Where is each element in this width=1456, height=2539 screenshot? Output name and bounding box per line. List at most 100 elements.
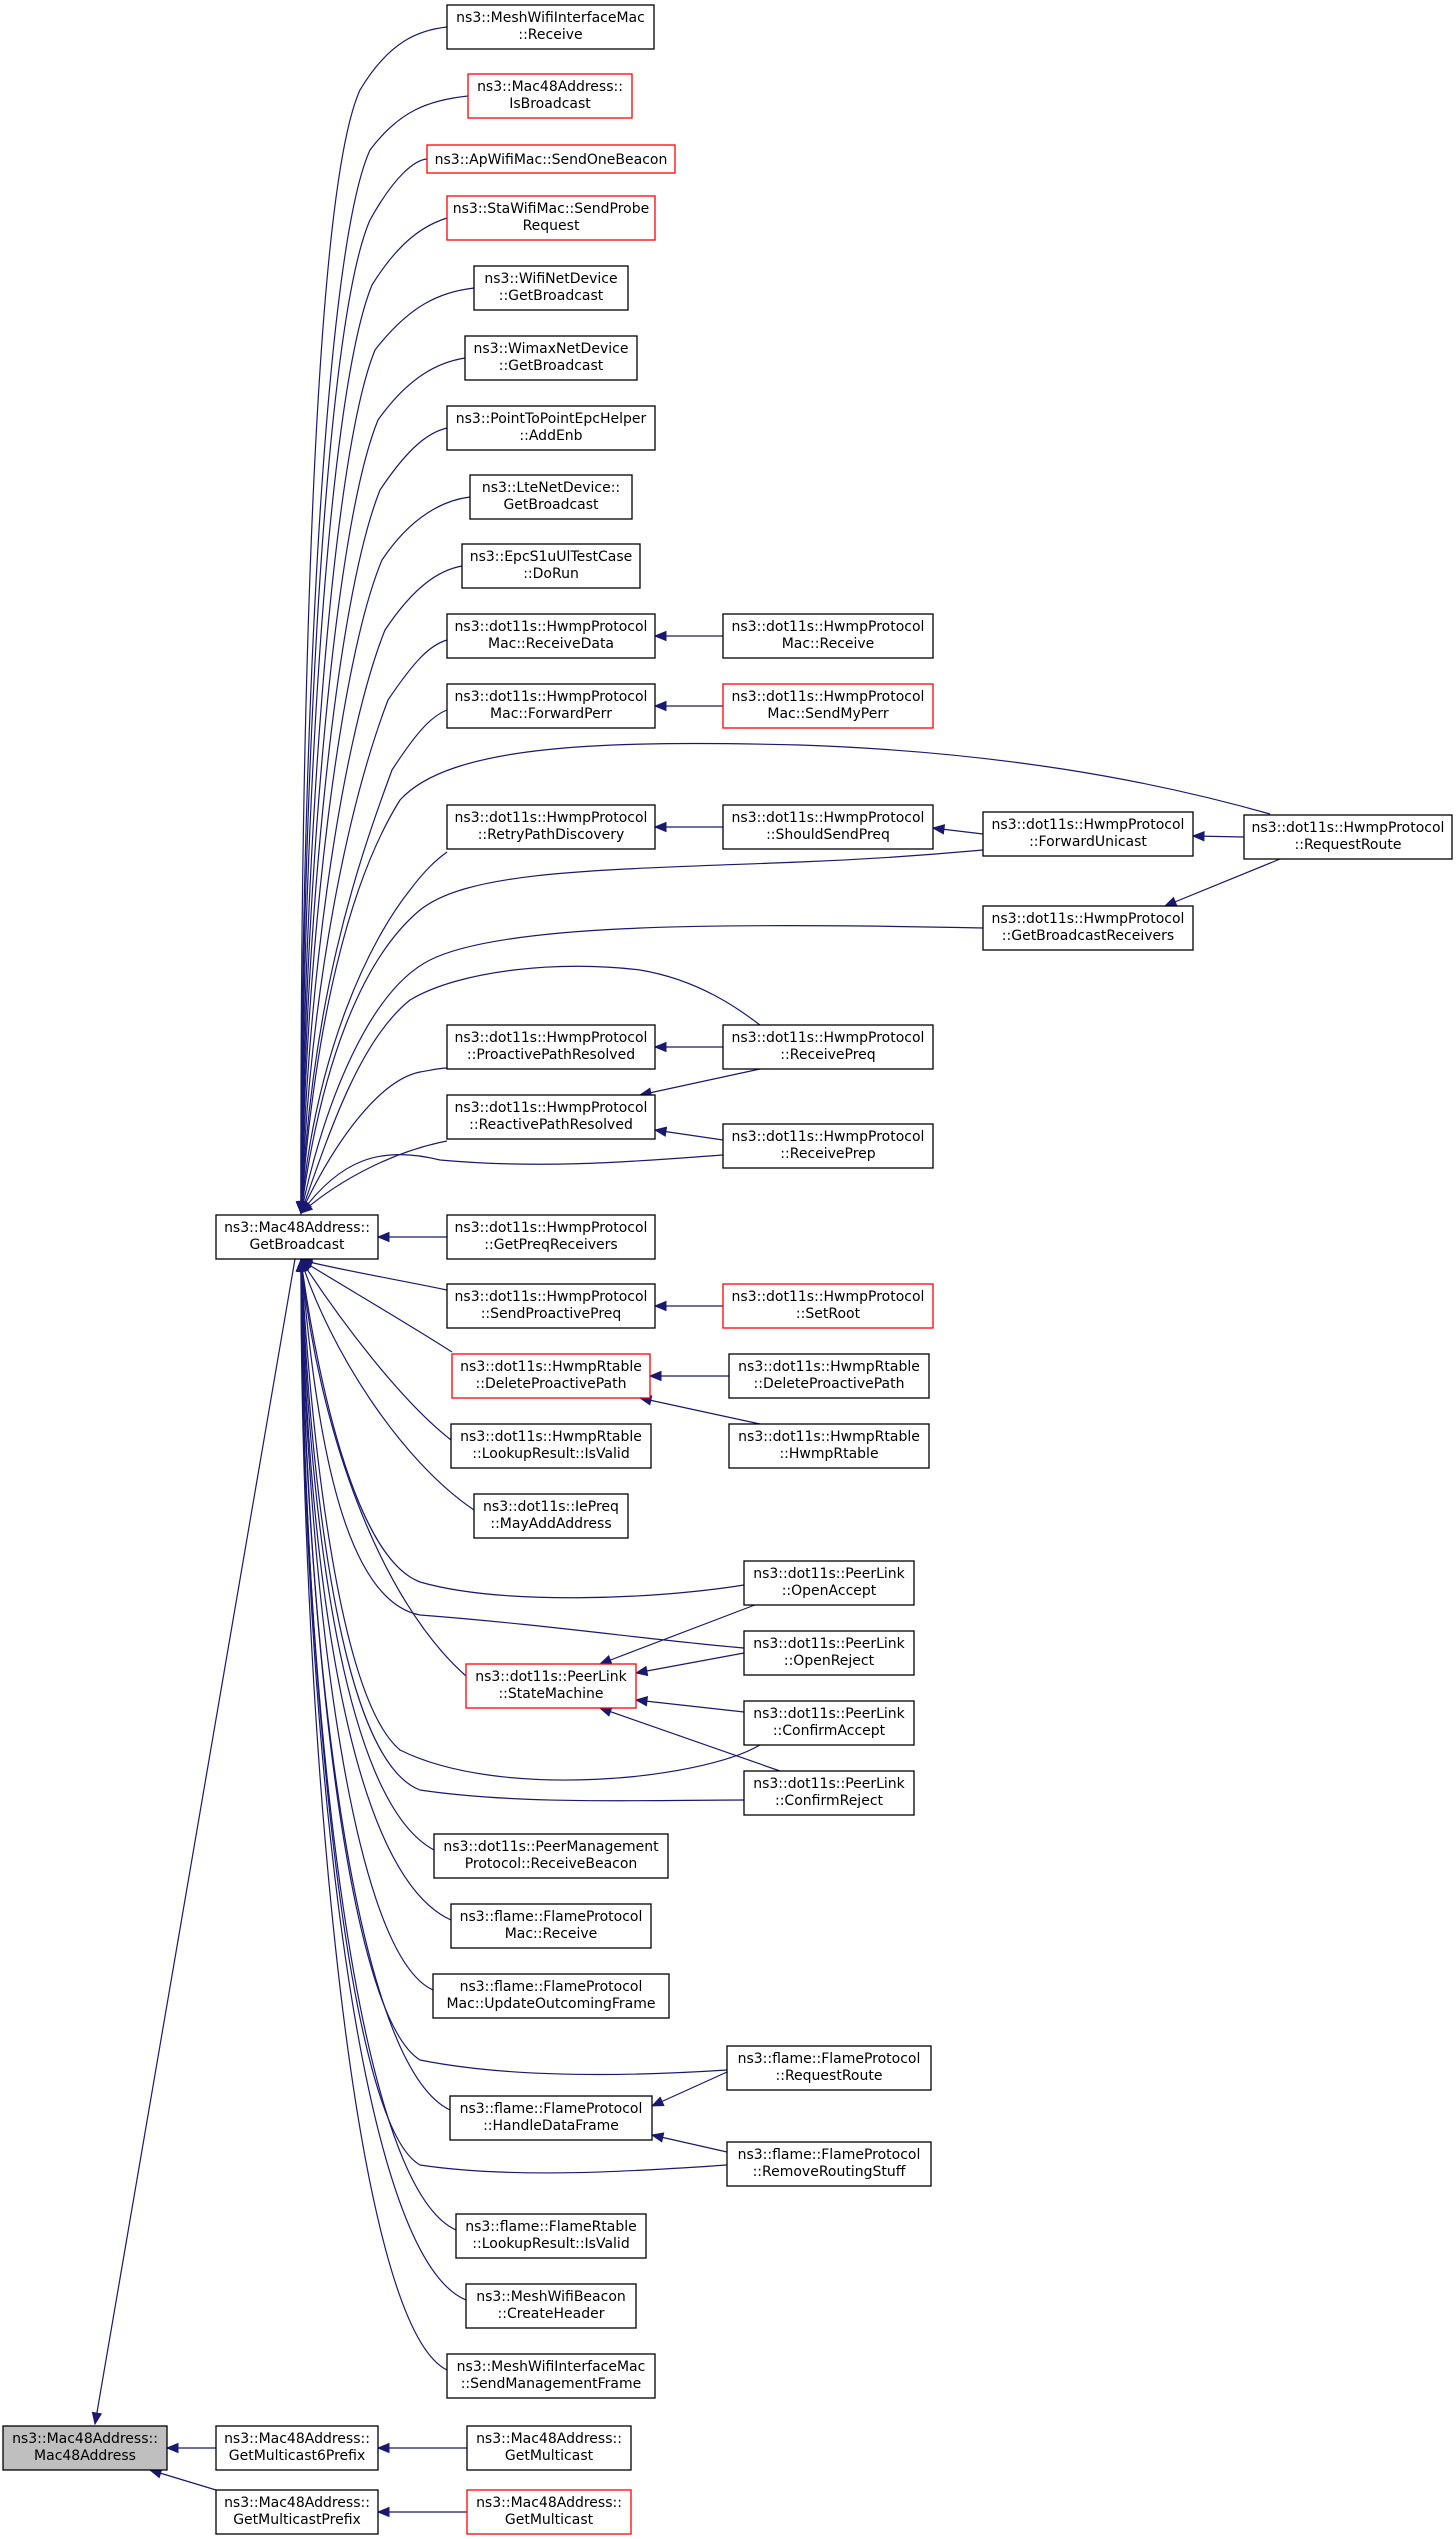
node-n38[interactable]: ns3::flame::FlameProtocolMac::UpdateOutc…: [432, 1973, 670, 2019]
node-box[interactable]: [446, 1283, 656, 1329]
node-n19[interactable]: ns3::dot11s::HwmpProtocol::ReceivePreq: [722, 1024, 934, 1070]
node-n33[interactable]: ns3::dot11s::PeerLink::StateMachine: [465, 1663, 637, 1709]
node-box[interactable]: [446, 683, 656, 729]
node-box[interactable]: [722, 1283, 934, 1329]
node-n1[interactable]: ns3::Mac48Address::IsBroadcast: [467, 73, 633, 119]
node-box[interactable]: [722, 1123, 934, 1169]
node-n16[interactable]: ns3::dot11s::HwmpProtocol::RequestRoute: [1243, 814, 1453, 860]
node-n0[interactable]: ns3::MeshWifiInterfaceMac::Receive: [446, 4, 655, 50]
node-n9[interactable]: ns3::dot11s::HwmpProtocolMac::ReceiveDat…: [446, 613, 656, 659]
node-n48[interactable]: ns3::Mac48Address::GetMulticastPrefix: [215, 2489, 379, 2535]
node-n39[interactable]: ns3::flame::FlameProtocol::RequestRoute: [726, 2045, 932, 2091]
node-box[interactable]: [446, 613, 656, 659]
node-n21[interactable]: ns3::dot11s::HwmpProtocol::ReceivePrep: [722, 1123, 934, 1169]
node-box[interactable]: [465, 1663, 637, 1709]
node-n36[interactable]: ns3::dot11s::PeerManagementProtocol::Rec…: [433, 1833, 669, 1879]
node-box[interactable]: [446, 2353, 656, 2399]
node-box[interactable]: [982, 811, 1194, 857]
node-box[interactable]: [722, 804, 934, 850]
node-box[interactable]: [449, 2095, 653, 2141]
node-n8[interactable]: ns3::EpcS1uUlTestCase::DoRun: [461, 543, 641, 589]
node-box[interactable]: [450, 1423, 652, 1469]
node-n15[interactable]: ns3::dot11s::HwmpProtocol::ForwardUnicas…: [982, 811, 1194, 857]
node-box[interactable]: [455, 2213, 647, 2259]
node-n47[interactable]: ns3::Mac48Address::GetMulticast: [466, 2425, 632, 2471]
node-box[interactable]: [465, 2283, 637, 2329]
node-box[interactable]: [728, 1353, 930, 1399]
node-n4[interactable]: ns3::WifiNetDevice::GetBroadcast: [473, 265, 629, 311]
node-n6[interactable]: ns3::PointToPointEpcHelper::AddEnb: [446, 405, 656, 451]
node-n22[interactable]: ns3::Mac48Address::GetBroadcast: [215, 1214, 379, 1260]
node-n34[interactable]: ns3::dot11s::PeerLink::ConfirmAccept: [743, 1700, 915, 1746]
node-n18[interactable]: ns3::dot11s::HwmpProtocol::ProactivePath…: [446, 1024, 656, 1070]
node-box[interactable]: [728, 1423, 930, 1469]
node-n23[interactable]: ns3::dot11s::HwmpProtocol::GetPreqReceiv…: [446, 1214, 656, 1260]
node-box[interactable]: [467, 73, 633, 119]
node-box[interactable]: [451, 1353, 651, 1399]
node-box[interactable]: [743, 1630, 915, 1676]
node-n42[interactable]: ns3::flame::FlameRtable::LookupResult::I…: [455, 2213, 647, 2259]
node-box[interactable]: [722, 683, 934, 729]
node-box[interactable]: [461, 543, 641, 589]
node-n7[interactable]: ns3::LteNetDevice::GetBroadcast: [469, 474, 633, 520]
node-n49[interactable]: ns3::Mac48Address::GetMulticast: [466, 2489, 632, 2535]
node-n17[interactable]: ns3::dot11s::HwmpProtocol::GetBroadcastR…: [982, 905, 1194, 951]
node-box[interactable]: [469, 474, 633, 520]
node-box[interactable]: [466, 2489, 632, 2535]
node-n14[interactable]: ns3::dot11s::HwmpProtocol::ShouldSendPre…: [722, 804, 934, 850]
node-box[interactable]: [446, 804, 656, 850]
node-n2[interactable]: ns3::ApWifiMac::SendOneBeacon: [426, 144, 676, 174]
node-n13[interactable]: ns3::dot11s::HwmpProtocol::RetryPathDisc…: [446, 804, 656, 850]
node-box[interactable]: [982, 905, 1194, 951]
node-box[interactable]: [473, 265, 629, 311]
node-n40[interactable]: ns3::flame::FlameProtocol::HandleDataFra…: [449, 2095, 653, 2141]
node-box[interactable]: [446, 4, 655, 50]
node-box[interactable]: [446, 405, 656, 451]
node-box[interactable]: [726, 2141, 932, 2187]
node-n28[interactable]: ns3::dot11s::HwmpRtable::LookupResult::I…: [450, 1423, 652, 1469]
node-n31[interactable]: ns3::dot11s::PeerLink::OpenAccept: [743, 1560, 915, 1606]
node-box[interactable]: [466, 2425, 632, 2471]
node-box[interactable]: [446, 195, 656, 241]
node-n43[interactable]: ns3::MeshWifiBeacon::CreateHeader: [465, 2283, 637, 2329]
node-n27[interactable]: ns3::dot11s::HwmpRtable::DeleteProactive…: [728, 1353, 930, 1399]
node-box[interactable]: [726, 2045, 932, 2091]
node-box[interactable]: [432, 1973, 670, 2019]
node-box[interactable]: [446, 1024, 656, 1070]
node-n44[interactable]: ns3::MeshWifiInterfaceMac::SendManagemen…: [446, 2353, 656, 2399]
node-box[interactable]: [426, 144, 676, 174]
node-box[interactable]: [473, 1493, 629, 1539]
node-box[interactable]: [722, 1024, 934, 1070]
node-box[interactable]: [743, 1560, 915, 1606]
node-n25[interactable]: ns3::dot11s::HwmpProtocol::SetRoot: [722, 1283, 934, 1329]
node-n11[interactable]: ns3::dot11s::HwmpProtocolMac::ForwardPer…: [446, 683, 656, 729]
node-box[interactable]: [446, 1214, 656, 1260]
node-box[interactable]: [433, 1833, 669, 1879]
node-box[interactable]: [446, 1094, 656, 1140]
node-box[interactable]: [2, 2425, 168, 2471]
node-n46[interactable]: ns3::Mac48Address::GetMulticast6Prefix: [215, 2425, 379, 2471]
node-n5[interactable]: ns3::WimaxNetDevice::GetBroadcast: [464, 335, 638, 381]
node-box[interactable]: [722, 613, 934, 659]
node-n45[interactable]: ns3::Mac48Address::Mac48Address: [2, 2425, 168, 2471]
node-box[interactable]: [1243, 814, 1453, 860]
node-n32[interactable]: ns3::dot11s::PeerLink::OpenReject: [743, 1630, 915, 1676]
node-box[interactable]: [464, 335, 638, 381]
node-n26[interactable]: ns3::dot11s::HwmpRtable::DeleteProactive…: [451, 1353, 651, 1399]
node-box[interactable]: [215, 1214, 379, 1260]
node-box[interactable]: [215, 2425, 379, 2471]
node-box[interactable]: [743, 1700, 915, 1746]
node-box[interactable]: [450, 1903, 652, 1949]
node-n35[interactable]: ns3::dot11s::PeerLink::ConfirmReject: [743, 1770, 915, 1816]
node-box[interactable]: [215, 2489, 379, 2535]
node-n20[interactable]: ns3::dot11s::HwmpProtocol::ReactivePathR…: [446, 1094, 656, 1140]
node-n41[interactable]: ns3::flame::FlameProtocol::RemoveRouting…: [726, 2141, 932, 2187]
node-box[interactable]: [743, 1770, 915, 1816]
node-n30[interactable]: ns3::dot11s::IePreq::MayAddAddress: [473, 1493, 629, 1539]
node-n24[interactable]: ns3::dot11s::HwmpProtocol::SendProactive…: [446, 1283, 656, 1329]
node-n29[interactable]: ns3::dot11s::HwmpRtable::HwmpRtable: [728, 1423, 930, 1469]
